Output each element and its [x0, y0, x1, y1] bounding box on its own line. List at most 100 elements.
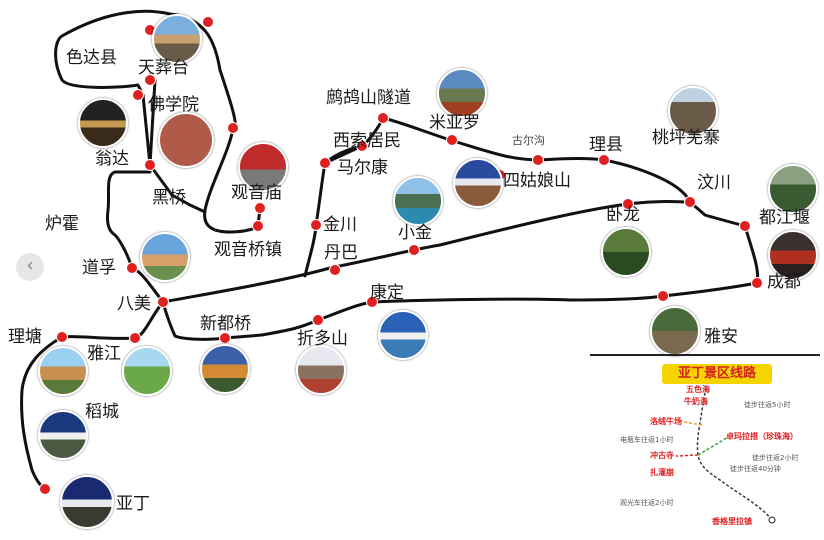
- label-guanyinmiao: 观音庙: [231, 183, 282, 203]
- route-stops: [39, 16, 763, 495]
- photo-xiaojin: [393, 176, 443, 226]
- stop-marker-maerkang: [319, 157, 331, 169]
- label-jinchuan: 金川: [323, 215, 357, 235]
- photo-yajiang: [122, 346, 172, 396]
- photo-buddhist-academy: [158, 112, 214, 168]
- label-daocheng: 稻城: [85, 402, 119, 422]
- label-zhegu: 鹧鸪山隧道: [326, 88, 411, 108]
- photo-yading: [60, 475, 114, 529]
- photo-guanyin-temple: [238, 142, 288, 192]
- inset-stop-chonggusi: 冲古寺: [650, 451, 674, 460]
- photo-daofu: [140, 232, 190, 282]
- inset-path-zhuomalacuo: [697, 436, 729, 456]
- photo-kangding: [378, 310, 428, 360]
- stop-marker-daofu: [126, 262, 138, 274]
- label-wolong: 卧龙: [606, 205, 640, 225]
- inset-note-3: 徒步往返2小时: [752, 454, 799, 462]
- label-kangding: 康定: [370, 283, 404, 303]
- label-foxueyuan: 佛学院: [148, 95, 199, 115]
- label-xisuo: 西索居民: [333, 131, 401, 151]
- stop-marker-guanyinqiao: [252, 220, 264, 232]
- inset-stop-zhaguanbeng: 扎灌崩: [650, 468, 674, 477]
- photo-wolong: [601, 227, 651, 277]
- inset-note-2: 电瓶车往返1小时: [620, 436, 674, 444]
- label-dujiangyan: 都江堰: [759, 208, 810, 228]
- stop-marker-kangding: [366, 296, 378, 308]
- stop-marker-guanyinmiao: [227, 122, 239, 134]
- stop-marker-top: [202, 16, 214, 28]
- inset-path-main: [696, 387, 773, 521]
- stop-marker-xiaojin: [408, 244, 420, 256]
- label-seda: 色达县: [66, 48, 117, 68]
- inset-title: 亚丁景区线路: [662, 364, 772, 384]
- inset-stop-niunaihai: 牛奶海: [684, 397, 708, 406]
- stop-marker-lixian: [598, 154, 610, 166]
- stop-marker-danba: [329, 264, 341, 276]
- photo-siguniang: [453, 158, 503, 208]
- stop-marker-guanyinqiao-up: [254, 202, 266, 214]
- inset-stop-wusehai: 五色海: [686, 385, 710, 394]
- inset-stop-zhuomalacuo: 卓玛拉措（珍珠海）: [726, 432, 798, 441]
- stop-marker-xisuo: [356, 140, 368, 152]
- stop-marker-jinchuan: [310, 219, 322, 231]
- inset-note-5: 观光车往返2小时: [620, 499, 674, 507]
- stop-marker-foxueyuan: [132, 89, 144, 101]
- photo-daocheng: [38, 410, 88, 460]
- label-yaan: 雅安: [704, 327, 738, 347]
- photo-xinduqiao: [200, 344, 250, 394]
- photo-seda-monastery: [152, 14, 202, 64]
- inset-note-1: 徒步往返5小时: [744, 401, 791, 409]
- label-danba: 丹巴: [324, 243, 358, 263]
- stop-marker-xinduqiao: [219, 332, 231, 344]
- photo-wengda-temple: [78, 98, 128, 148]
- label-guerguo: 古尔沟: [512, 134, 545, 147]
- label-heiqiao: 黑桥: [152, 188, 186, 208]
- inset-note-4: 徒步往返40分钟: [730, 465, 781, 473]
- stop-marker-yaan: [657, 290, 669, 302]
- label-wenchuan: 汶川: [697, 173, 731, 193]
- inset-route-lines: [675, 387, 776, 524]
- label-guanyinqiao: 观音桥镇: [214, 240, 282, 260]
- chevron-left-icon: ‹: [26, 255, 34, 276]
- inset-divider: [590, 354, 820, 356]
- photo-miyaluo: [437, 68, 487, 118]
- photo-taoping: [668, 86, 718, 136]
- label-chengdu: 成都: [767, 272, 801, 292]
- stop-marker-heiqiao: [144, 159, 156, 171]
- inset-path-luorong: [675, 419, 703, 426]
- label-zheduoshan: 折多山: [297, 329, 348, 349]
- photo-yaan: [650, 306, 700, 356]
- stop-marker-zhegu: [377, 112, 389, 124]
- inset-start-marker: [768, 516, 776, 524]
- stop-marker-wolong: [622, 198, 634, 210]
- photo-dujiangyan: [768, 164, 818, 214]
- stop-marker-yading: [39, 483, 51, 495]
- photo-zheduoshan: [296, 345, 346, 395]
- label-xiaojin: 小金: [398, 223, 432, 243]
- label-yading: 亚丁: [116, 494, 150, 514]
- label-taoping: 桃坪羌寨: [652, 128, 720, 148]
- stop-marker-chengdu: [751, 277, 763, 289]
- prev-button[interactable]: ‹: [16, 253, 44, 281]
- label-xinduqiao: 新都桥: [200, 314, 251, 334]
- label-miyaluo: 米亚罗: [429, 113, 480, 133]
- photo-chengdu: [768, 230, 818, 280]
- inset-stop-luorong: 洛绒牛场: [650, 417, 682, 426]
- inset-path-chonggusi: [675, 454, 699, 457]
- stop-marker-tianzang: [144, 74, 156, 86]
- stop-marker-zheduoshan: [312, 314, 324, 326]
- inset-stop-xianggelila: 香格里拉镇: [712, 517, 752, 526]
- label-wengda: 翁达: [95, 149, 129, 169]
- stop-marker-guerguo: [532, 154, 544, 166]
- label-siguniang: 四姑娘山: [503, 171, 571, 191]
- photo-litang: [38, 346, 88, 396]
- label-daofu: 道孚: [82, 258, 116, 278]
- stop-marker-yajiang: [129, 332, 141, 344]
- label-bamei: 八美: [117, 294, 151, 314]
- stop-marker-litang: [56, 331, 68, 343]
- label-maerkang: 马尔康: [337, 158, 388, 178]
- label-tianzang: 天葬台: [138, 58, 189, 78]
- label-lixian: 理县: [589, 135, 623, 155]
- stop-marker-bamei: [157, 296, 169, 308]
